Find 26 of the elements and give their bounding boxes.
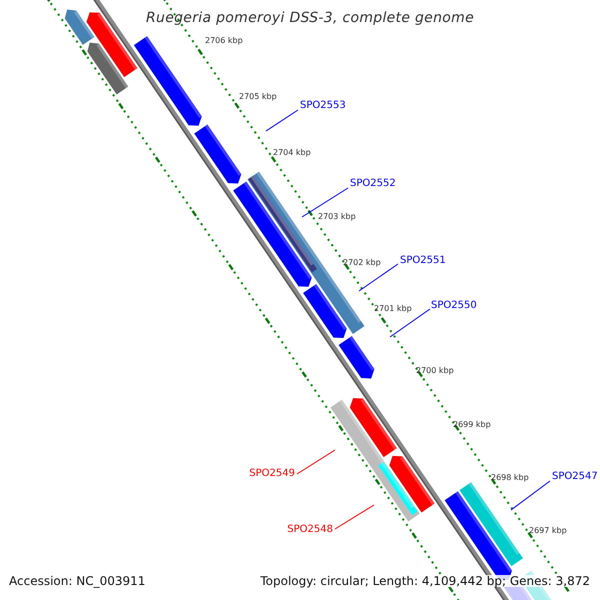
leader-line (510, 480, 550, 510)
leader-line (390, 308, 430, 338)
gene-label: SPO2548 (287, 525, 333, 535)
tick-label: 2702 kbp (343, 259, 381, 267)
leader-line (358, 264, 398, 292)
tick-label: 2706 kbp (205, 37, 243, 45)
tick-label: 2703 kbp (318, 213, 356, 221)
gene-label: SPO2552 (350, 179, 396, 189)
tick-label: 2697 kbp (529, 527, 567, 535)
leader-line (296, 450, 336, 474)
gene-label: SPO2549 (249, 469, 295, 479)
tick-label: 2704 kbp (273, 149, 311, 157)
leader-line (334, 504, 374, 530)
tick-label: 2705 kbp (239, 93, 277, 101)
gene-label: SPO2553 (300, 101, 346, 111)
accession-note: Accession: NC_003911 (9, 575, 146, 587)
tick-label: 2698 kbp (491, 474, 529, 482)
tick-label: 2700 kbp (416, 367, 454, 375)
gene-label: SPO2550 (431, 301, 477, 311)
tick-label: 2699 kbp (453, 421, 491, 429)
gene-label: SPO2551 (400, 256, 446, 266)
gene-label: SPO2547 (552, 472, 598, 482)
map-title: Ruegeria pomeroyi DSS-3, complete genome (146, 11, 474, 25)
leader-line (302, 188, 348, 218)
tick-label: 2701 kbp (374, 305, 412, 313)
leader-line (266, 110, 298, 132)
